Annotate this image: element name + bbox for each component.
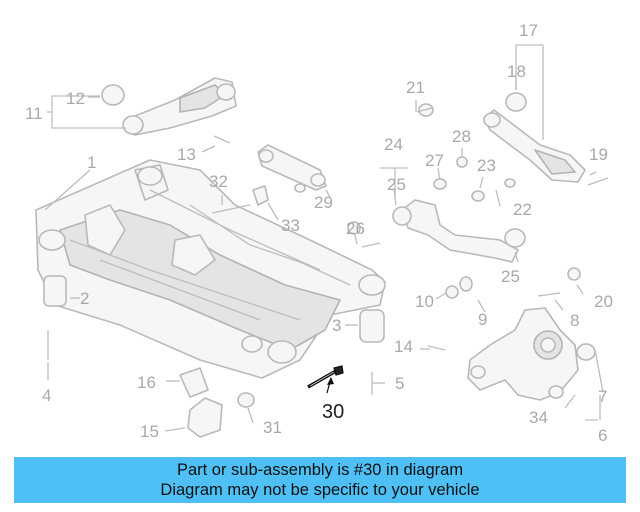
callout-labels: 1 2 3 4 5 6 7 8 9 10 11 12 13 14 15 16 1… xyxy=(25,21,613,445)
callout-3: 3 xyxy=(332,316,341,335)
callout-18: 18 xyxy=(507,62,526,81)
callout-34: 34 xyxy=(529,408,548,427)
callout-5: 5 xyxy=(395,374,404,393)
callout-20: 20 xyxy=(594,292,613,311)
callout-2: 2 xyxy=(80,289,89,308)
callout-16: 16 xyxy=(137,373,156,392)
callout-31: 31 xyxy=(263,418,282,437)
callout-6: 6 xyxy=(598,426,607,445)
callout-10: 10 xyxy=(415,292,434,311)
callout-21: 21 xyxy=(406,78,425,97)
callout-24: 24 xyxy=(384,135,403,154)
knuckle-illustration xyxy=(467,307,596,401)
part-30-bolt[interactable] xyxy=(307,365,344,394)
callout-33: 33 xyxy=(281,216,300,235)
control-arm-11-illustration xyxy=(101,77,237,136)
callout-13: 13 xyxy=(177,145,196,164)
callout-9: 9 xyxy=(478,310,487,329)
callout-26: 26 xyxy=(346,219,365,238)
callout-15: 15 xyxy=(140,422,159,441)
callout-28: 28 xyxy=(452,127,471,146)
leader-lines xyxy=(44,44,604,432)
banner-line-2: Diagram may not be specific to your vehi… xyxy=(160,481,480,499)
callout-25a: 25 xyxy=(387,175,406,194)
arm-25-illustration xyxy=(392,156,526,263)
callout-25b: 25 xyxy=(501,267,520,286)
callout-7: 7 xyxy=(598,387,607,406)
callout-4: 4 xyxy=(42,386,51,405)
callout-12: 12 xyxy=(66,89,85,108)
callout-23: 23 xyxy=(477,156,496,175)
subframe-illustration xyxy=(35,159,386,379)
arm-17-illustration xyxy=(483,92,586,183)
parts-diagram: 1 2 3 4 5 6 7 8 9 10 11 12 13 14 15 16 1… xyxy=(25,21,613,445)
hardware-illustrations xyxy=(43,103,609,438)
callout-14: 14 xyxy=(394,337,413,356)
link-29-illustration xyxy=(257,144,327,193)
callout-8: 8 xyxy=(570,311,579,330)
callout-1: 1 xyxy=(87,153,96,172)
callout-27: 27 xyxy=(425,151,444,170)
callout-32: 32 xyxy=(209,172,228,191)
callout-17: 17 xyxy=(519,21,538,40)
callout-11: 11 xyxy=(25,104,43,123)
callout-19: 19 xyxy=(589,145,608,164)
callout-29: 29 xyxy=(314,193,333,212)
info-banner: Part or sub-assembly is #30 in diagram D… xyxy=(14,457,626,503)
callout-30-highlight: 30 xyxy=(322,401,344,423)
callout-22: 22 xyxy=(513,200,532,219)
banner-line-1: Part or sub-assembly is #30 in diagram xyxy=(176,461,464,479)
